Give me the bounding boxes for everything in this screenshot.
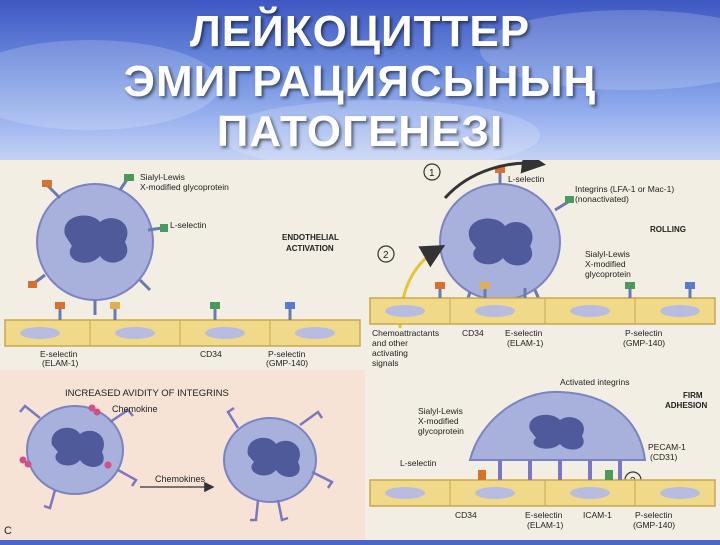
receptor-head bbox=[124, 174, 134, 181]
leukocyte-nucleus bbox=[468, 218, 533, 266]
label-e-selectin: E-selectin bbox=[505, 328, 543, 338]
label-integrins: Integrins (LFA-1 or Mac-1) bbox=[575, 184, 674, 194]
title-line-1: ЛЕЙКОЦИТТЕР bbox=[189, 7, 531, 56]
panel-b: 1 2 L-selectin Integrins (LFA-1 or Mac-1… bbox=[369, 149, 716, 368]
label-gmp-140: (GMP-140) bbox=[623, 338, 665, 348]
label-cd31: (CD31) bbox=[650, 452, 678, 462]
label-sialyl-lewis: Sialyl-Lewis bbox=[585, 249, 630, 259]
integrin-bonds bbox=[498, 460, 622, 480]
label-and-other: and other bbox=[372, 338, 408, 348]
label-chemoattractants: Chemoattractants bbox=[372, 328, 439, 338]
surface-receptors bbox=[32, 177, 163, 315]
endothelial-nucleus bbox=[115, 327, 155, 339]
label-cd34: CD34 bbox=[200, 349, 222, 359]
label-gmp-140: (GMP-140) bbox=[633, 520, 675, 530]
endothelium-row-a bbox=[4, 319, 361, 347]
label-l-selectin: L-selectin bbox=[508, 174, 545, 184]
label-p-selectin: P-selectin bbox=[625, 328, 663, 338]
panel-d: Activated integrins FIRM ADHESION Sialyl… bbox=[369, 377, 716, 530]
label-gmp-140: (GMP-140) bbox=[266, 358, 308, 368]
label-chemokines: Chemokines bbox=[155, 474, 206, 484]
label-l-selectin: L-selectin bbox=[170, 220, 207, 230]
panel-c-letter: C bbox=[4, 525, 12, 537]
label-activating: activating bbox=[372, 348, 408, 358]
label-activation: ACTIVATION bbox=[286, 244, 334, 253]
label-xmodified: X-modified bbox=[585, 259, 626, 269]
panel-c: INCREASED AVIDITY OF INTEGRINS Chemokine… bbox=[4, 388, 334, 537]
endothelial-nucleus bbox=[295, 327, 335, 339]
label-nonactivated: (nonactivated) bbox=[575, 194, 629, 204]
step-1-marker bbox=[423, 163, 441, 181]
label-e-selectin: E-selectin bbox=[525, 510, 563, 520]
endothelial-receptors bbox=[58, 308, 292, 320]
chemokine-dot bbox=[88, 404, 96, 412]
label-elam-1: (ELAM-1) bbox=[527, 520, 564, 530]
label-elam-1: (ELAM-1) bbox=[42, 358, 79, 368]
leukocyte-nucleus bbox=[247, 437, 300, 477]
receptor-head bbox=[28, 281, 37, 288]
label-signals: signals bbox=[372, 358, 398, 368]
cloud-shape bbox=[480, 10, 720, 90]
receptor-head bbox=[42, 180, 52, 187]
cloud-shape bbox=[220, 100, 540, 160]
cloud-shape bbox=[0, 40, 220, 130]
label-rolling: ROLLING bbox=[650, 225, 686, 234]
label-xmodified: X-modified bbox=[418, 416, 459, 426]
label-icam-1: ICAM-1 bbox=[583, 510, 612, 520]
endothelial-nucleus bbox=[20, 327, 60, 339]
label-endothelial: ENDOTHELIAL bbox=[282, 233, 339, 242]
rolling-arrow bbox=[443, 149, 546, 199]
endothelium-row-d bbox=[369, 479, 716, 507]
step-2-marker bbox=[377, 245, 395, 263]
label-firm: FIRM bbox=[683, 391, 703, 400]
panel-c-title: INCREASED AVIDITY OF INTEGRINS bbox=[65, 388, 229, 399]
leukocyte-nucleus bbox=[51, 427, 104, 467]
step-1-number: 1 bbox=[429, 168, 435, 179]
label-adhesion: ADHESION bbox=[665, 401, 707, 410]
label-activated-integrins: Activated integrins bbox=[560, 377, 629, 387]
leukocyte-emigration-diagram: Sialyl-Lewis X-modified glycoprotein L-s… bbox=[0, 149, 720, 540]
endothelium-row-b bbox=[369, 297, 716, 325]
label-glycoprotein: glycoprotein bbox=[418, 426, 464, 436]
leukocyte-nucleus bbox=[64, 215, 128, 263]
leukocyte-nucleus bbox=[529, 414, 584, 450]
integrin-receptors bbox=[19, 404, 138, 510]
endothelial-nucleus bbox=[205, 327, 245, 339]
label-chemokine: Chemokine bbox=[112, 404, 158, 414]
slide-header: ЛЕЙКОЦИТТЕР ЭМИГРАЦИЯСЫНЫҢ ПАТОГЕНЕЗІ bbox=[0, 0, 720, 160]
diagram-svg: Sialyl-Lewis X-modified glycoprotein L-s… bbox=[0, 149, 720, 540]
label-glycoprotein: glycoprotein bbox=[585, 269, 631, 279]
label-cd34: CD34 bbox=[455, 510, 477, 520]
label-p-selectin: P-selectin bbox=[635, 510, 673, 520]
step-2-number: 2 bbox=[383, 250, 389, 261]
label-cd34: CD34 bbox=[462, 328, 484, 338]
label-sialyl-lewis: Sialyl-Lewis bbox=[140, 172, 185, 182]
label-l-selectin: L-selectin bbox=[400, 458, 437, 468]
label-sialyl-lewis: Sialyl-Lewis bbox=[418, 406, 463, 416]
label-e-selectin: E-selectin bbox=[40, 349, 78, 359]
label-elam-1: (ELAM-1) bbox=[507, 338, 544, 348]
title-line-3: ПАТОГЕНЕЗІ bbox=[216, 107, 504, 156]
label-p-selectin: P-selectin bbox=[268, 349, 306, 359]
panel-a: Sialyl-Lewis X-modified glycoprotein L-s… bbox=[4, 172, 361, 368]
title-line-2: ЭМИГРАЦИЯСЫНЫҢ bbox=[123, 57, 597, 106]
receptor-head bbox=[160, 224, 168, 232]
label-pecam-1: PECAM-1 bbox=[648, 442, 686, 452]
label-xmod-glycoprotein: X-modified glycoprotein bbox=[140, 182, 229, 192]
